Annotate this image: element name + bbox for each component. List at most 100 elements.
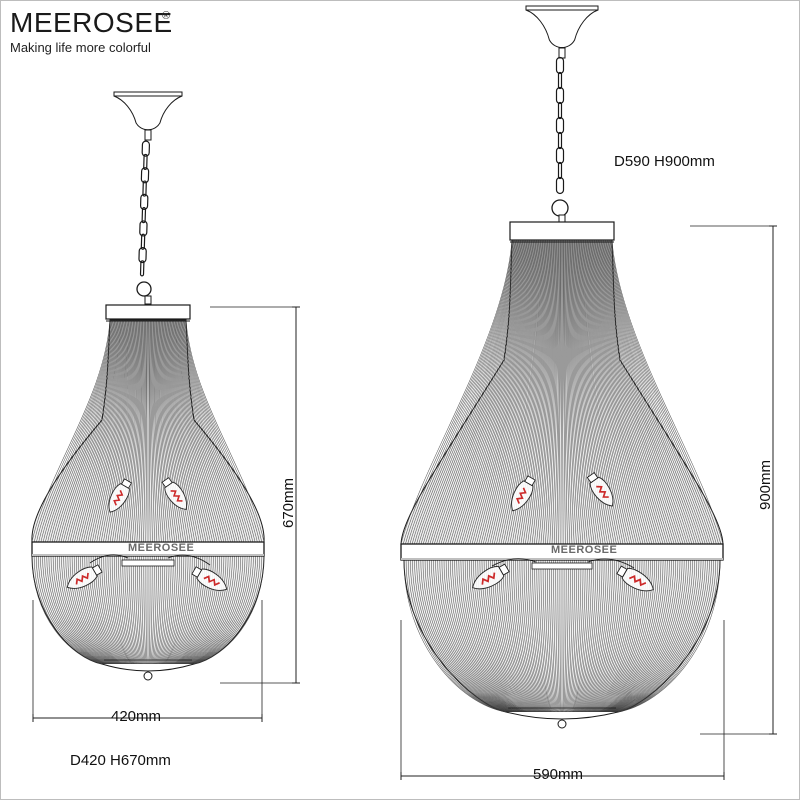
upper-strand <box>609 239 717 545</box>
small-dimension-lines <box>32 306 300 722</box>
chain-link <box>555 56 565 75</box>
bowl-strand <box>437 559 519 713</box>
bowl-strand <box>599 559 668 713</box>
upper-strand <box>563 239 568 545</box>
upper-strand <box>533 239 554 545</box>
bowl-strand <box>464 559 528 713</box>
small-chain <box>136 140 152 305</box>
upper-strand <box>578 239 617 545</box>
bowl-strand <box>420 559 513 713</box>
bowl-strand <box>611 559 702 713</box>
bulb-socket <box>524 475 536 487</box>
upper-strand <box>171 319 220 543</box>
bowl-strand <box>57 555 113 665</box>
bowl-strand <box>553 559 560 713</box>
large-dimensions-caption: D590 H900mm <box>614 153 715 170</box>
bowl-strand <box>439 559 519 713</box>
brand-tagline: Making life more colorful <box>10 40 151 55</box>
upper-strand <box>567 239 582 545</box>
upper-strand <box>65 319 122 543</box>
bulb-glass <box>108 483 130 513</box>
upper-strand <box>174 319 231 543</box>
bowl-strand <box>193 555 265 665</box>
upper-strand <box>500 239 544 545</box>
upper-strand <box>566 239 579 545</box>
upper-strand <box>604 239 702 545</box>
bowl-strand <box>573 559 594 713</box>
bulb <box>511 475 536 512</box>
chain-link <box>143 153 148 171</box>
upper-strand <box>489 239 540 545</box>
bowl-strand <box>483 559 535 713</box>
upper-strand <box>159 319 184 543</box>
upper-strand <box>601 239 690 545</box>
upper-strand <box>157 319 180 543</box>
upper-strand <box>91 319 131 543</box>
middle-band-shadow <box>401 558 723 560</box>
upper-strand <box>608 239 713 545</box>
bowl-strand <box>608 559 695 713</box>
upper-strand <box>581 239 626 545</box>
upper-strand <box>575 239 606 545</box>
large-chain <box>551 56 569 224</box>
bowl-strand <box>617 559 719 713</box>
canopy-rim <box>113 91 183 97</box>
upper-strand <box>429 239 522 545</box>
bulb <box>191 566 228 591</box>
upper-strand <box>584 239 637 545</box>
bowl-strand <box>532 559 552 713</box>
upper-strand <box>592 239 662 545</box>
bowl-strand <box>426 559 515 713</box>
canopy-stem <box>144 129 152 141</box>
bowl-strand <box>602 559 677 713</box>
upper-strand <box>597 239 677 545</box>
small-watermark: MEEROSEE <box>128 542 194 554</box>
bowl-strand <box>538 559 555 713</box>
chain-link <box>140 233 146 250</box>
bowl-strand <box>614 559 712 713</box>
upper-strand <box>607 239 710 545</box>
large-height-label: 900mm <box>757 460 774 510</box>
bowl-strand <box>569 559 586 713</box>
bowl-strand <box>564 559 571 713</box>
upper-strand <box>469 239 534 545</box>
upper-strand <box>564 239 571 545</box>
bowl-strand <box>563 559 567 713</box>
upper-strand <box>85 319 128 543</box>
upper-strand <box>105 319 135 543</box>
bowl-strand <box>576 559 603 713</box>
upper-strand <box>136 319 145 543</box>
bowl-strand <box>456 559 525 713</box>
upper-strand <box>580 239 622 545</box>
upper-strand <box>566 239 577 545</box>
chain-ring <box>136 281 152 297</box>
upper-strand <box>116 319 139 543</box>
upper-strand <box>125 319 141 543</box>
upper-strand <box>576 239 611 545</box>
upper-strand <box>593 239 666 545</box>
upper-strand <box>51 319 117 543</box>
bulb-filament <box>170 490 183 502</box>
upper-strand <box>179 319 245 543</box>
bulb-glass <box>621 567 654 592</box>
bowl-strand <box>569 559 584 713</box>
upper-strand <box>402 239 513 545</box>
upper-strand <box>182 319 254 543</box>
chain-link <box>139 193 149 210</box>
small-dimensions-caption: D420 H670mm <box>70 752 171 769</box>
bowl-strand <box>471 559 530 713</box>
upper-strand <box>62 319 121 543</box>
small-width-label: 420mm <box>111 708 162 725</box>
upper-strand <box>580 239 624 545</box>
upper-strand <box>163 319 198 543</box>
upper-strand <box>74 319 125 543</box>
upper-strand <box>127 319 142 543</box>
bowl-strand <box>530 559 551 713</box>
chain-link <box>141 207 147 224</box>
upper-strand <box>595 239 673 545</box>
upper-strand <box>174 319 229 543</box>
upper-strand <box>418 239 518 545</box>
upper-strand <box>547 239 558 545</box>
upper-strand <box>551 239 560 545</box>
